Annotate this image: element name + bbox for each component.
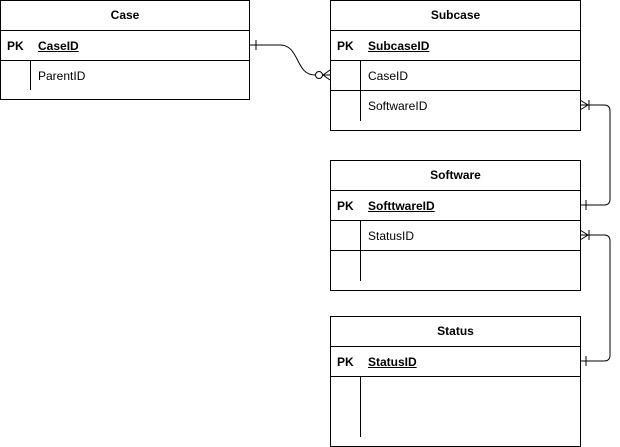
field-row[interactable]: PK StatusID (331, 347, 580, 377)
crowfoot-subcase-b (322, 74, 331, 81)
relation-case-subcase (250, 44, 330, 76)
column-divider (30, 61, 31, 90)
field-row[interactable]: CaseID (331, 61, 580, 91)
field-name: CaseID (38, 39, 79, 53)
field-row[interactable]: ParentID (1, 61, 249, 91)
field-name (368, 377, 580, 437)
entity-title: Software (331, 161, 580, 191)
crowfoot-subcase-a (322, 69, 331, 76)
entity-software[interactable]: Software PK SofttwareID StatusID (330, 160, 581, 291)
key-label (331, 251, 360, 281)
crowfoot-subcase-software-a (579, 99, 589, 106)
entity-status[interactable]: Status PK StatusID (330, 316, 581, 447)
field-row[interactable] (331, 251, 580, 281)
field-row[interactable] (331, 377, 580, 437)
column-divider (360, 221, 361, 281)
key-label: PK (337, 355, 354, 369)
field-row[interactable]: StatusID (331, 221, 580, 251)
entity-title: Status (331, 317, 580, 347)
field-name: SofttwareID (368, 199, 435, 213)
field-name: SoftwareID (368, 99, 428, 113)
field-name: StatusID (368, 229, 415, 243)
key-label (331, 377, 360, 437)
crowfoot-software-status-a (579, 229, 589, 236)
field-name: SubcaseID (368, 39, 430, 53)
entity-subcase[interactable]: Subcase PK SubcaseID CaseID SoftwareID (330, 0, 581, 131)
column-divider (360, 61, 361, 121)
key-label (331, 221, 360, 250)
field-name: ParentID (38, 69, 86, 83)
crowfoot-subcase-software-b (579, 104, 589, 111)
entity-case[interactable]: Case PK CaseID ParentID (0, 0, 250, 100)
entity-title: Case (1, 1, 249, 31)
column-divider (360, 377, 361, 437)
key-label: PK (337, 199, 354, 213)
field-name: CaseID (368, 69, 409, 83)
crowfoot-software-status-b (579, 234, 589, 241)
field-row[interactable]: PK CaseID (1, 31, 249, 61)
field-row[interactable]: PK SubcaseID (331, 31, 580, 61)
field-row[interactable]: PK SofttwareID (331, 191, 580, 221)
relation-status-software (580, 234, 611, 362)
entity-title: Subcase (331, 1, 580, 31)
key-label: PK (7, 39, 24, 53)
key-label: PK (337, 39, 354, 53)
key-label (331, 61, 360, 90)
field-name (368, 251, 580, 281)
key-label (331, 91, 360, 121)
field-row[interactable]: SoftwareID (331, 91, 580, 121)
zero-mark-subcase (315, 71, 323, 79)
key-label (1, 61, 30, 91)
field-name: StatusID (368, 355, 417, 369)
relation-software-subcase (580, 104, 611, 206)
